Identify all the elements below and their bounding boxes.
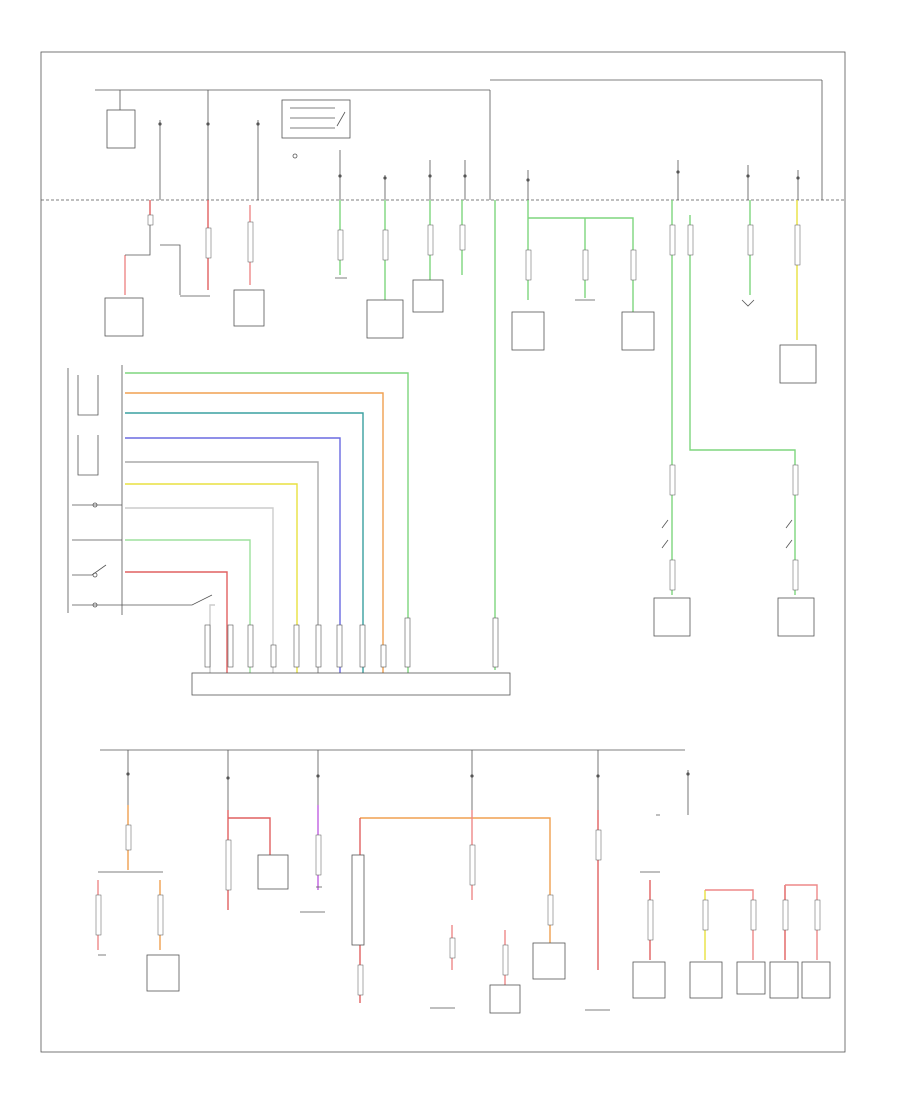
connector-stubs (95, 214, 821, 996)
component-low-8 (736, 961, 766, 995)
component-low-6 (632, 961, 666, 999)
component-green-1 (366, 299, 404, 339)
component-low-10 (801, 961, 831, 999)
ground-symbols (98, 814, 660, 956)
component-green-7 (777, 597, 815, 637)
bottom-connector (191, 617, 511, 696)
fuse-drops (119, 90, 799, 200)
component-left-2 (233, 289, 265, 327)
component-green-4 (621, 311, 655, 351)
component-left-1 (104, 297, 144, 337)
component-low-7 (689, 961, 723, 999)
component-low-1 (146, 954, 180, 992)
component-green-6 (653, 597, 691, 637)
lower-wires (97, 805, 831, 1014)
component-low-5 (489, 984, 521, 1014)
component-green-5 (779, 344, 817, 384)
lower-fuse-box (100, 749, 690, 815)
component-green-2 (412, 279, 444, 313)
component-low-9 (769, 961, 799, 999)
switch-block (67, 365, 213, 615)
main-relay-module (106, 109, 136, 149)
fuse-glyphs (158, 122, 800, 182)
colored-bus (125, 372, 409, 673)
component-low-3 (351, 854, 365, 946)
component-low-4 (532, 942, 566, 980)
upper-wires (104, 200, 817, 670)
component-green-3 (511, 311, 545, 351)
component-low-2 (257, 854, 289, 890)
upper-fuse-box (41, 79, 845, 201)
relay-block (281, 99, 351, 139)
diagram-frame (40, 51, 846, 1053)
